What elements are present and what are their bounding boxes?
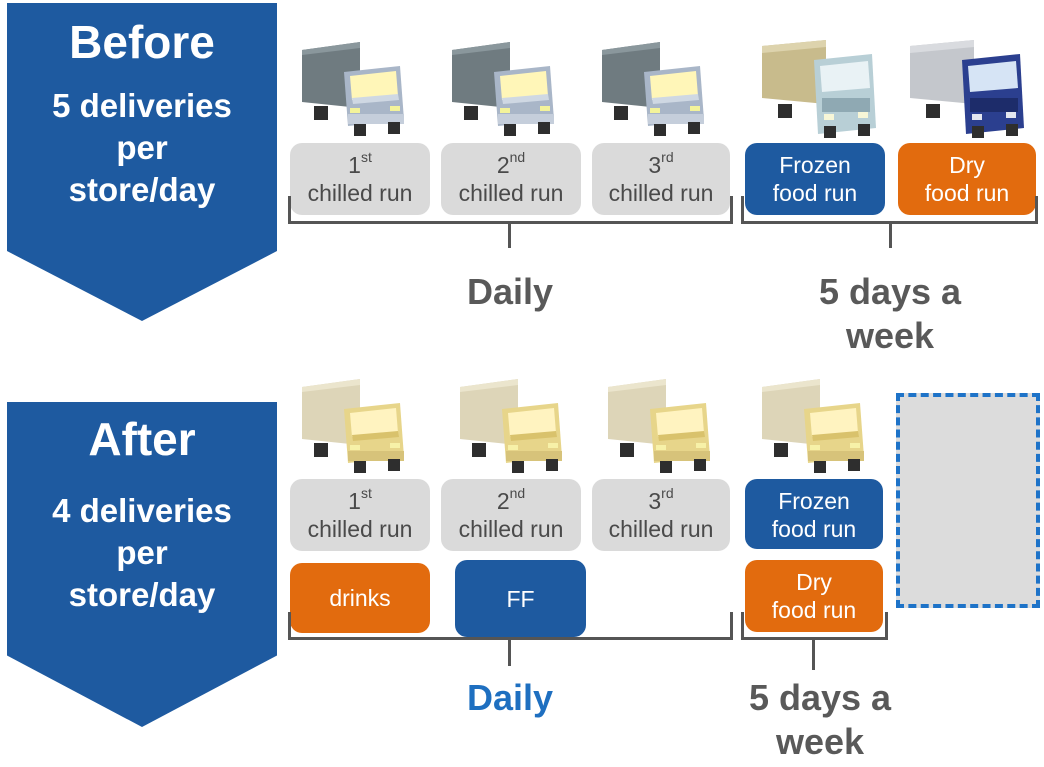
truck-beige-icon bbox=[760, 38, 880, 138]
after-run-3-number: 3 bbox=[648, 488, 662, 514]
truck-beige-icon bbox=[458, 375, 568, 475]
after-daily-bracket bbox=[288, 612, 733, 640]
after-weekly-bracket bbox=[741, 612, 888, 640]
after-run-2: 2nd chilled run bbox=[441, 479, 581, 551]
before-run-2-label: chilled run bbox=[458, 180, 564, 206]
after-weekly-label-line-1: 5 days a bbox=[748, 677, 892, 718]
before-subtitle-line-2: per bbox=[116, 129, 168, 166]
after-run-2-label: chilled run bbox=[458, 516, 564, 542]
before-weekly-label-line-1: 5 days a bbox=[818, 271, 962, 312]
before-run-dry-line-2: food run bbox=[924, 180, 1010, 206]
truck-grey-icon bbox=[450, 38, 560, 138]
after-daily-bracket-stem bbox=[508, 640, 511, 666]
after-run-1: 1st chilled run bbox=[290, 479, 430, 551]
before-run-dry-line-1: Dry bbox=[949, 152, 985, 178]
truck-beige-icon bbox=[760, 375, 870, 475]
before-run-frozen-line-2: food run bbox=[772, 180, 858, 206]
after-title: After bbox=[88, 413, 196, 465]
before-run-3-suffix: rd bbox=[661, 149, 674, 166]
before-run-frozen: Frozen food run bbox=[745, 143, 885, 215]
after-daily-label: Daily bbox=[466, 677, 554, 718]
after-run-dry-line-1: Dry bbox=[796, 569, 832, 595]
after-run-dry-line-2: food run bbox=[771, 597, 857, 623]
after-run-dry: Dry food run bbox=[745, 560, 883, 632]
before-run-2-suffix: nd bbox=[509, 149, 526, 166]
before-run-1-number: 1 bbox=[348, 152, 361, 178]
after-banner: After 4 deliveries per store/day bbox=[7, 402, 277, 727]
before-banner: Before 5 deliveries per store/day bbox=[7, 3, 277, 321]
before-weekly-label-line-2: week bbox=[845, 315, 935, 356]
removed-delivery-placeholder bbox=[896, 393, 1040, 608]
before-run-1-suffix: st bbox=[360, 149, 372, 166]
before-run-3: 3rd chilled run bbox=[592, 143, 730, 215]
before-run-1: 1st chilled run bbox=[290, 143, 430, 215]
truck-grey-icon bbox=[300, 38, 410, 138]
after-subtitle-line-2: per bbox=[116, 534, 168, 571]
before-weekly-bracket bbox=[741, 196, 1038, 224]
ff-tag: FF bbox=[455, 560, 586, 637]
before-subtitle-line-3: store/day bbox=[68, 171, 216, 208]
after-subtitle-line-3: store/day bbox=[68, 576, 216, 613]
after-weekly-label: 5 days a week bbox=[700, 676, 940, 764]
after-run-3-suffix: rd bbox=[661, 485, 674, 502]
drinks-tag: drinks bbox=[290, 563, 430, 633]
after-run-2-suffix: nd bbox=[509, 485, 526, 502]
before-run-2-number: 2 bbox=[496, 152, 510, 178]
after-run-2-number: 2 bbox=[496, 488, 510, 514]
before-run-3-label: chilled run bbox=[608, 180, 714, 206]
truck-grey-icon bbox=[600, 38, 710, 138]
truck-beige-icon bbox=[606, 375, 716, 475]
after-run-frozen-line-1: Frozen bbox=[778, 488, 850, 514]
before-title: Before bbox=[69, 16, 215, 68]
after-run-3: 3rd chilled run bbox=[592, 479, 730, 551]
after-run-3-label: chilled run bbox=[608, 516, 714, 542]
after-run-1-number: 1 bbox=[348, 488, 361, 514]
truck-beige-icon bbox=[300, 375, 410, 475]
before-daily-bracket bbox=[288, 196, 733, 224]
before-run-2: 2nd chilled run bbox=[441, 143, 581, 215]
before-weekly-label: 5 days a week bbox=[770, 270, 1010, 358]
before-run-3-number: 3 bbox=[648, 152, 662, 178]
before-daily-label: Daily bbox=[466, 271, 554, 312]
after-run-frozen-line-2: food run bbox=[771, 516, 857, 542]
after-weekly-label-line-2: week bbox=[775, 721, 865, 762]
before-weekly-bracket-stem bbox=[889, 224, 892, 248]
before-subtitle-line-1: 5 deliveries bbox=[52, 87, 232, 124]
after-run-1-suffix: st bbox=[360, 485, 372, 502]
after-subtitle-line-1: 4 deliveries bbox=[52, 492, 232, 529]
before-run-frozen-line-1: Frozen bbox=[779, 152, 851, 178]
before-run-1-label: chilled run bbox=[307, 180, 413, 206]
after-weekly-bracket-stem bbox=[812, 640, 815, 670]
truck-blue-icon bbox=[908, 38, 1028, 138]
before-run-dry: Dry food run bbox=[898, 143, 1036, 215]
before-daily-bracket-stem bbox=[508, 224, 511, 248]
after-run-1-label: chilled run bbox=[307, 516, 413, 542]
after-run-frozen: Frozen food run bbox=[745, 479, 883, 549]
